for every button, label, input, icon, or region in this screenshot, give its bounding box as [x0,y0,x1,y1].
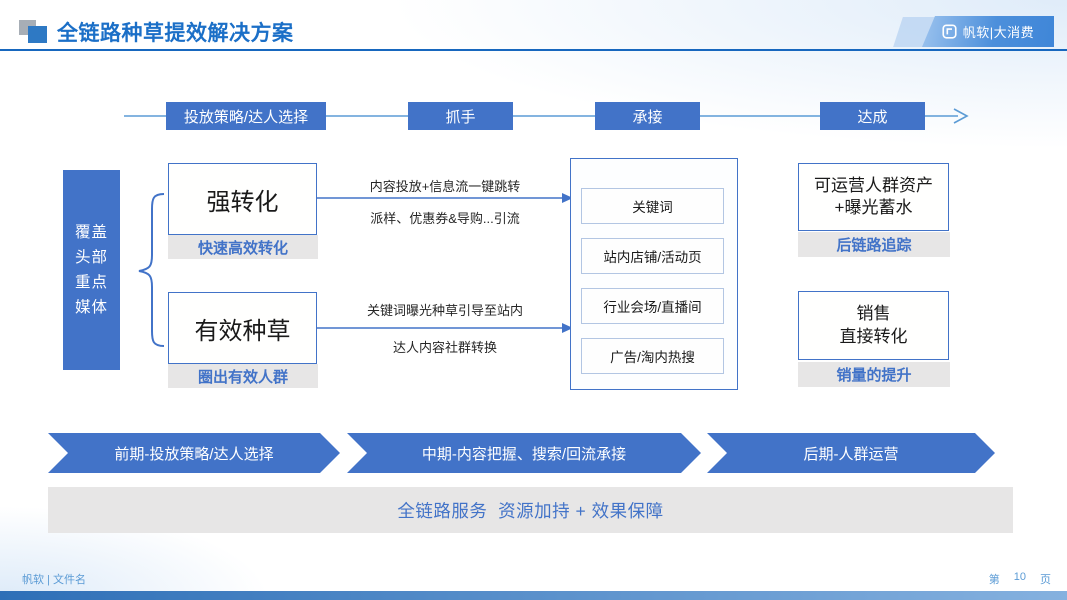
flow-stage-grip: 抓手 [408,102,513,130]
service-guarantee-banner: 全链路服务 资源加持 + 效果保障 [48,487,1013,533]
flow-stage-achieve: 达成 [820,102,925,130]
arrow1-label-top: 内容投放+信息流一键跳转 [369,179,521,194]
footer-page-number: 10 [1013,571,1026,583]
effective-seeding-box: 有效种草 [168,292,317,364]
coverage-media-box: 覆盖 头部 重点 媒体 [63,170,120,370]
arrow2-label-top: 关键词曝光种草引导至站内 [366,303,523,318]
outcome-audience-asset-box: 可运营人群资产 +曝光蓄水 [798,163,949,231]
footer-page-indicator: 第 10 页 [989,571,1051,587]
logo-banner: 帆软|大消费 [922,16,1054,47]
touchpoints-container: 关键词 站内店铺/活动页 行业会场/直播间 广告/淘内热搜 [570,158,738,390]
outcome-sales-box: 销售 直接转化 [798,291,949,360]
footer-filename: 帆软 | 文件名 [22,574,86,586]
footer-page-suffix: 页 [1040,574,1051,586]
strong-conversion-tag: 快速高效转化 [168,235,318,259]
outcome-sales-tag: 销量的提升 [798,362,950,387]
title-bullet-blue-square [28,26,47,43]
phase-early-chevron: 前期-投放策略/达人选择 [48,433,340,473]
touchpoint-shop-page: 站内店铺/活动页 [581,238,724,274]
effective-seeding-tag: 圈出有效人群 [168,364,318,388]
arrow2 [316,323,573,333]
touchpoint-keywords: 关键词 [581,188,724,224]
arrow2-label-bottom: 达人内容社群转换 [392,340,497,355]
touchpoint-ads-search: 广告/淘内热搜 [581,338,724,374]
flow-stage-strategy: 投放策略/达人选择 [166,102,326,130]
header-divider [0,49,1067,51]
page-title: 全链路种草提效解决方案 [57,22,294,45]
arrow1-label-bottom: 派样、优惠券&导购...引流 [370,211,520,226]
arrow1 [316,193,573,203]
brace-shape [138,193,165,347]
logo-text: 帆软|大消费 [962,25,1035,40]
phase-mid-chevron: 中期-内容把握、搜索/回流承接 [347,433,701,473]
phase-late-chevron: 后期-人群运营 [707,433,995,473]
outcome-audience-asset-tag: 后链路追踪 [798,232,950,257]
touchpoint-live-venue: 行业会场/直播间 [581,288,724,324]
flow-stage-undertake: 承接 [595,102,700,130]
bottom-accent-bar [0,591,1067,600]
footer-page-prefix: 第 [988,574,1000,586]
strong-conversion-box: 强转化 [168,163,317,235]
fanruan-logo-icon [942,24,957,39]
